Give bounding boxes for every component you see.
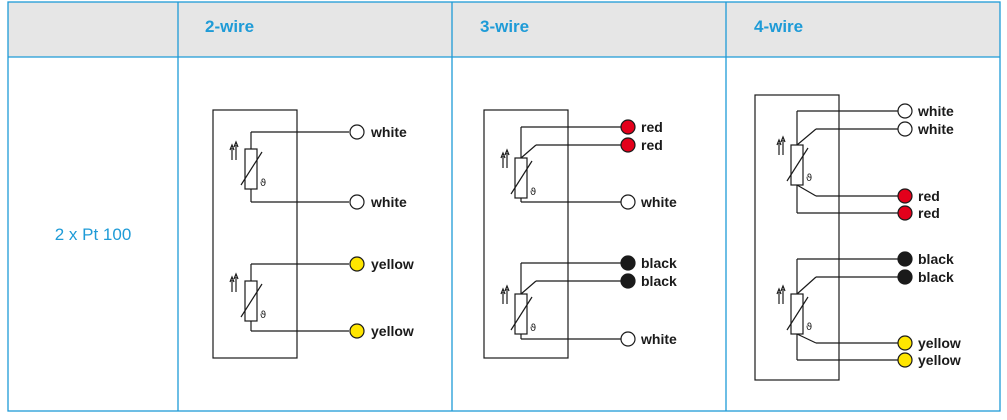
theta-symbol: ϑ — [530, 187, 536, 198]
column-header-3-wire: 3-wire — [480, 17, 529, 36]
terminal-yellow — [897, 352, 913, 368]
sensor-housing — [754, 94, 840, 381]
terminal-label: red — [641, 119, 663, 135]
terminal-black — [897, 269, 913, 285]
pt100-element-2: ϑ — [229, 263, 349, 332]
terminal-label: white — [370, 194, 407, 210]
terminal-white — [349, 194, 365, 210]
terminal-red — [620, 119, 636, 135]
terminal-white — [620, 331, 636, 347]
theta-symbol: ϑ — [530, 323, 536, 334]
column-header-4-wire: 4-wire — [754, 17, 803, 36]
pt100-element-2: ϑ — [500, 262, 621, 340]
arrows-icon — [776, 284, 786, 304]
theta-symbol: ϑ — [806, 173, 812, 184]
arrows-icon — [776, 135, 786, 155]
arrows-icon — [229, 272, 239, 292]
terminal-yellow — [897, 335, 913, 351]
pt100-element-2: ϑ — [776, 258, 898, 361]
terminal-label: white — [370, 124, 407, 140]
terminal-label: black — [918, 251, 954, 267]
terminal-black — [897, 251, 913, 267]
terminal-yellow — [349, 323, 365, 339]
arrows-icon — [229, 140, 239, 160]
diagram-4-wire: ϑ ϑ — [754, 94, 961, 381]
terminal-label: yellow — [918, 352, 961, 368]
sensor-housing — [212, 109, 298, 359]
terminal-label: yellow — [918, 335, 961, 351]
sensor-housing — [483, 109, 569, 359]
terminal-yellow — [349, 256, 365, 272]
terminal-label: red — [641, 137, 663, 153]
diagram-3-wire: ϑ ϑ — [483, 109, 677, 359]
diagram-2-wire: ϑ ϑ — [212, 109, 414, 359]
theta-symbol: ϑ — [260, 310, 266, 321]
terminal-label: red — [918, 188, 940, 204]
theta-symbol: ϑ — [806, 322, 812, 333]
terminal-white — [897, 121, 913, 137]
terminal-black — [620, 273, 636, 289]
terminal-black — [620, 255, 636, 271]
terminal-label: black — [641, 273, 677, 289]
terminal-label: red — [918, 205, 940, 221]
terminal-label: white — [917, 121, 954, 137]
pt100-element-1: ϑ — [500, 126, 621, 203]
theta-symbol: ϑ — [260, 178, 266, 189]
arrows-icon — [500, 284, 510, 304]
terminal-red — [897, 205, 913, 221]
terminal-label: yellow — [371, 323, 414, 339]
arrows-icon — [500, 148, 510, 168]
header-band — [8, 2, 1000, 57]
row-label-sensor: 2 x Pt 100 — [55, 225, 132, 244]
pt100-element-1: ϑ — [776, 110, 898, 214]
terminal-label: white — [917, 103, 954, 119]
terminal-label: black — [641, 255, 677, 271]
terminal-label: white — [640, 194, 677, 210]
terminal-red — [897, 188, 913, 204]
terminal-label: white — [640, 331, 677, 347]
terminal-white — [620, 194, 636, 210]
pt100-element-1: ϑ — [229, 131, 349, 203]
terminal-white — [897, 103, 913, 119]
terminal-red — [620, 137, 636, 153]
terminal-label: black — [918, 269, 954, 285]
terminal-label: yellow — [371, 256, 414, 272]
column-header-2-wire: 2-wire — [205, 17, 254, 36]
terminal-white — [349, 124, 365, 140]
table-grid — [7, 1, 1001, 412]
